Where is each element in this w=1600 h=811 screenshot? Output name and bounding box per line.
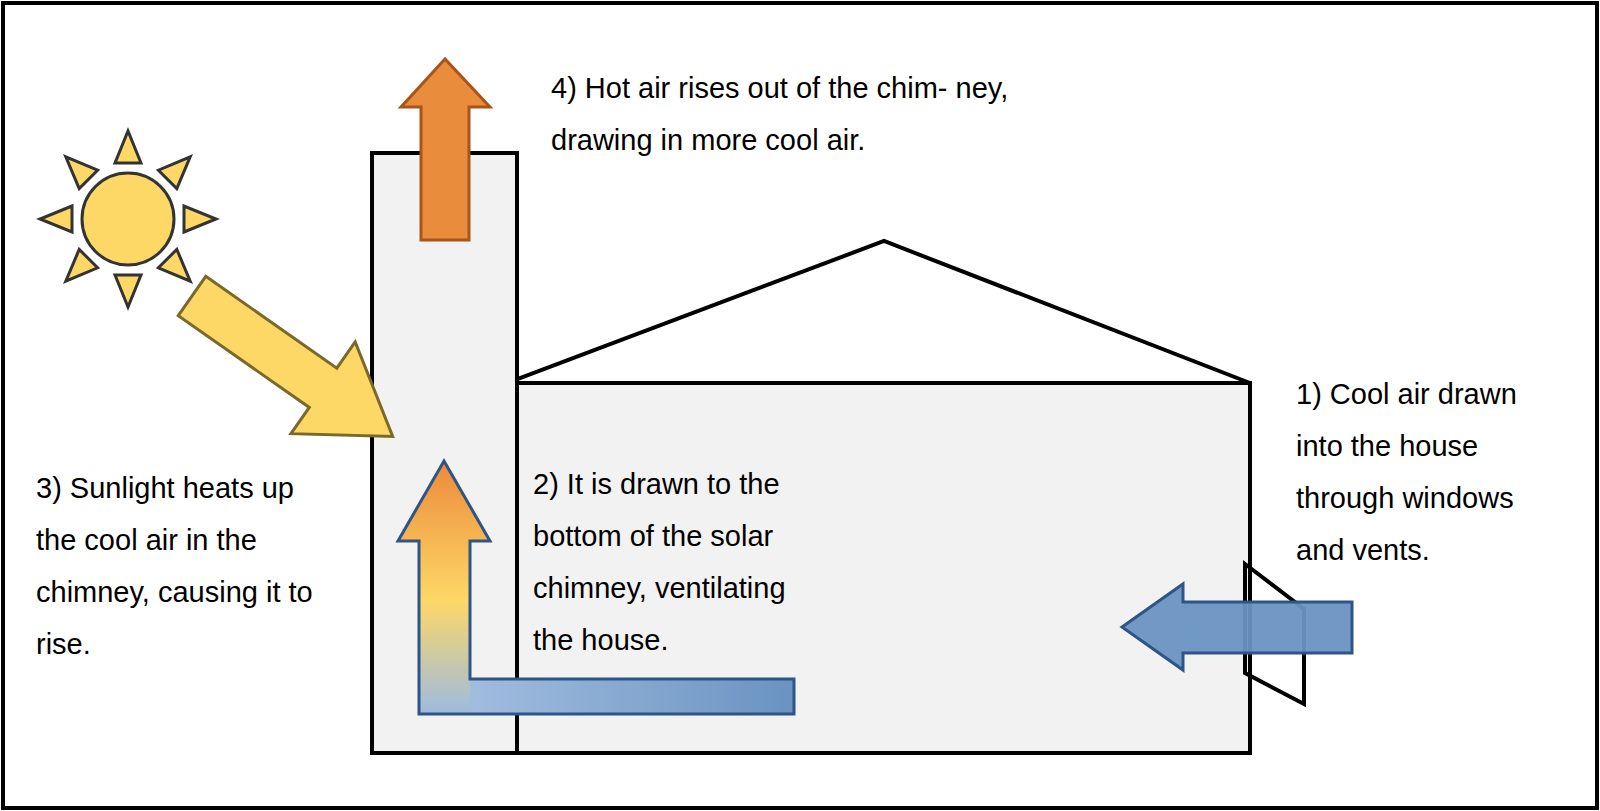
rising-air-arrow — [398, 461, 490, 714]
frame — [3, 3, 1597, 808]
sun-ray — [115, 131, 141, 163]
sun-ray — [184, 206, 216, 232]
sun-ray — [158, 157, 190, 189]
sun-ray — [158, 249, 190, 281]
sun-ray — [66, 157, 98, 189]
sun — [40, 131, 216, 307]
sunbeam-arrow — [160, 250, 425, 482]
cool-air-arrow — [1122, 584, 1352, 670]
callout-text: 3) Sunlight heats up the cool air in the… — [36, 462, 326, 670]
sun-ray — [115, 275, 141, 307]
callout-text: 1) Cool air drawn into the house through… — [1296, 368, 1546, 576]
callout-text: 4) Hot air rises out of the chim- ney, d… — [551, 62, 1021, 166]
callout-text: 2) It is drawn to the bottom of the sola… — [533, 458, 833, 666]
house-roof — [507, 241, 1250, 383]
sun-ray — [66, 249, 98, 281]
sun-ray — [40, 206, 72, 232]
hot-air-arrow — [401, 59, 490, 240]
solar-chimney — [372, 153, 517, 753]
air-flow-bar — [470, 679, 794, 714]
